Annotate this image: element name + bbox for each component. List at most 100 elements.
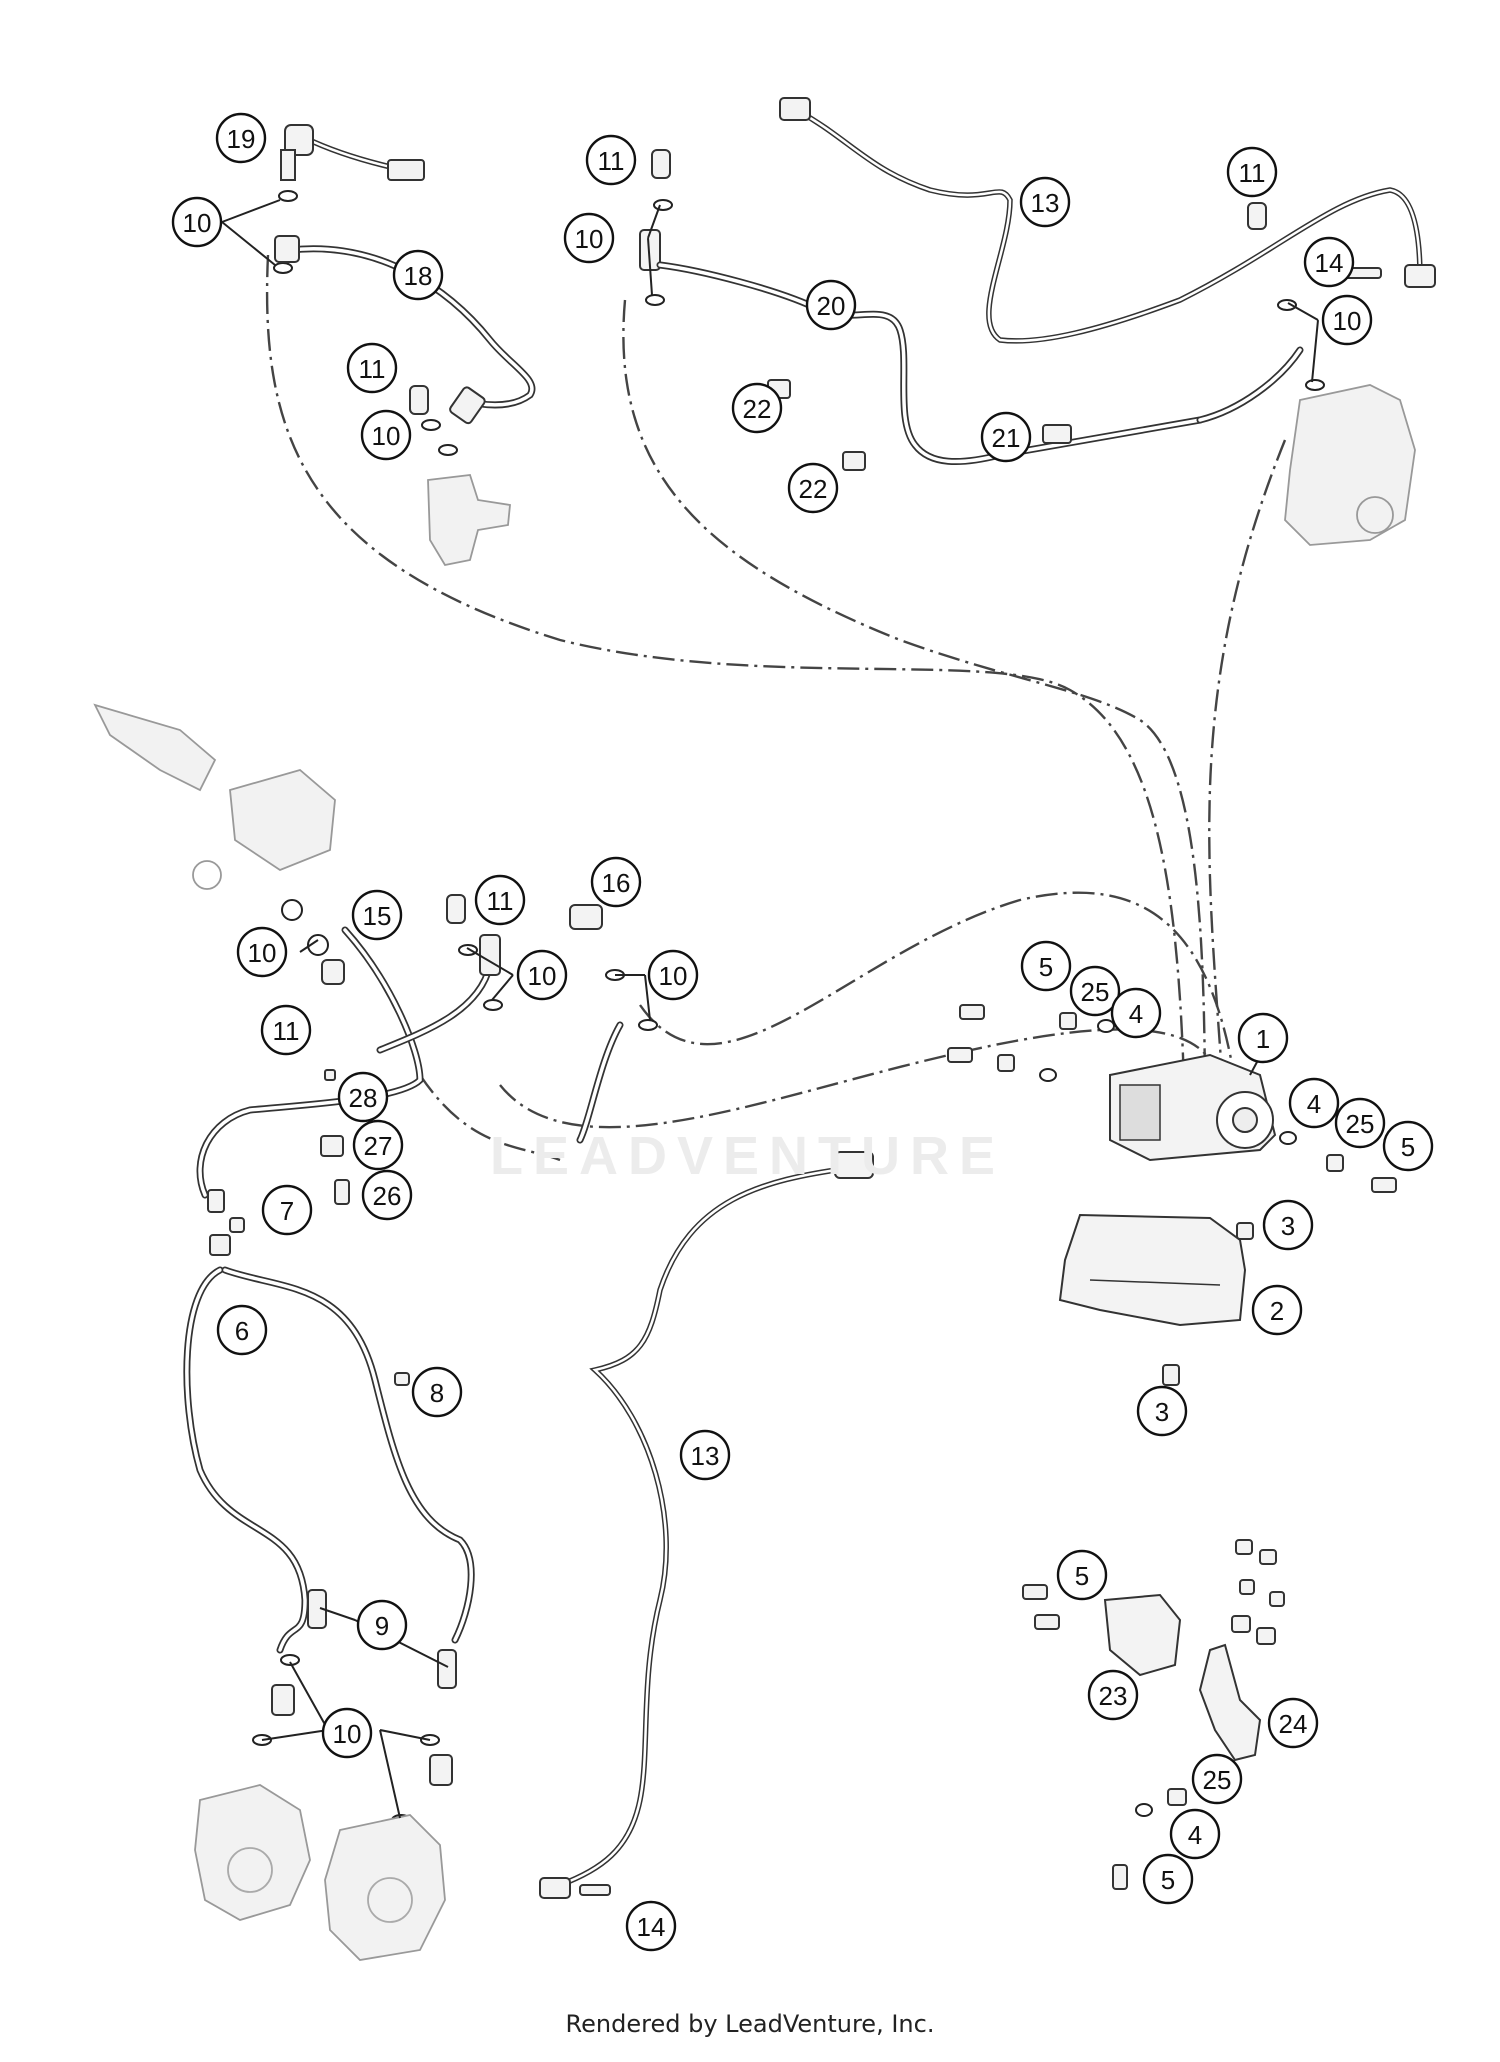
- callout-c11b: 11: [585, 134, 637, 186]
- callout-c7: 7: [261, 1184, 313, 1236]
- callout-c23: 23: [1087, 1669, 1139, 1721]
- callout-c21: 21: [980, 411, 1032, 463]
- callout-c8: 8: [411, 1366, 463, 1418]
- part-28: [324, 1069, 336, 1081]
- callout-c10c: 10: [563, 212, 615, 264]
- screw-26: [334, 1179, 350, 1205]
- callout-number: 3: [1281, 1211, 1295, 1241]
- clip-22-b: [842, 451, 866, 471]
- sensor-16: [569, 904, 603, 930]
- callout-c4a: 4: [1110, 987, 1162, 1039]
- callout-c25c: 25: [1191, 1753, 1243, 1805]
- callout-number: 22: [743, 394, 772, 424]
- callout-number: 28: [349, 1083, 378, 1113]
- callout-number: 18: [404, 261, 433, 291]
- callout-number: 15: [363, 901, 392, 931]
- callout-c25b: 25: [1334, 1097, 1386, 1149]
- callout-c24: 24: [1267, 1697, 1319, 1749]
- callout-c11e: 11: [474, 874, 526, 926]
- callout-c5d: 5: [1142, 1853, 1194, 1905]
- callout-number: 1: [1256, 1024, 1270, 1054]
- callout-c10f: 10: [516, 949, 568, 1001]
- abs-modulator-unit: [947, 1004, 1397, 1193]
- callout-c10a: 10: [171, 196, 223, 248]
- callout-c5a: 5: [1020, 940, 1072, 992]
- callout-c15: 15: [351, 889, 403, 941]
- front-brake-calipers: [194, 1784, 446, 1961]
- callout-c19: 19: [215, 112, 267, 164]
- rear-master-cylinder: [427, 474, 511, 567]
- connector-13: [779, 97, 811, 121]
- callout-number: 5: [1161, 1865, 1175, 1895]
- callout-c10e: 10: [236, 926, 288, 978]
- watermark-text: LEADVENTURE: [490, 1126, 1006, 1186]
- render-credit: Rendered by LeadVenture, Inc.: [565, 2010, 935, 2038]
- callout-number: 26: [373, 1181, 402, 1211]
- callout-number: 22: [799, 474, 828, 504]
- abs-control-unit-bracket: [1022, 1539, 1285, 1890]
- abs-hose-and-sensor-assembly: [639, 97, 1436, 546]
- front-wheel-speed-sensor-cable: [539, 1151, 874, 1899]
- callout-c22a: 22: [731, 382, 783, 434]
- callout-number: 10: [248, 938, 277, 968]
- rear-caliper: [1284, 384, 1416, 546]
- callout-number: 6: [235, 1316, 249, 1346]
- callout-number: 25: [1081, 977, 1110, 1007]
- callout-number: 25: [1346, 1109, 1375, 1139]
- callout-c3a: 3: [1262, 1199, 1314, 1251]
- bolt-11: [409, 385, 429, 415]
- callout-number: 11: [598, 146, 625, 176]
- callout-c4c: 4: [1169, 1808, 1221, 1860]
- callout-number: 13: [1031, 188, 1060, 218]
- callout-number: 10: [1333, 306, 1362, 336]
- callout-c1: 1: [1237, 1012, 1289, 1064]
- callout-number: 25: [1203, 1765, 1232, 1795]
- callout-number: 9: [375, 1611, 389, 1641]
- adapter-9-a: [307, 1589, 327, 1629]
- callout-number: 10: [575, 224, 604, 254]
- callout-c4b: 4: [1288, 1077, 1340, 1129]
- callout-c25a: 25: [1069, 965, 1121, 1017]
- callout-number: 10: [372, 421, 401, 451]
- callout-number: 14: [1315, 248, 1344, 278]
- callout-number: 11: [487, 886, 514, 916]
- callout-c5b: 5: [1382, 1120, 1434, 1172]
- abs-mounting-bracket: [1058, 1213, 1254, 1386]
- callout-number: 13: [691, 1441, 720, 1471]
- callout-number: 10: [183, 208, 212, 238]
- sensor-head-19: [284, 124, 314, 156]
- part-27: [320, 1135, 344, 1157]
- callout-number: 11: [1239, 158, 1266, 188]
- callout-c22b: 22: [787, 462, 839, 514]
- callout-c9: 9: [356, 1599, 408, 1651]
- callout-c6: 6: [216, 1304, 268, 1356]
- connector-13-bottom: [834, 1151, 874, 1179]
- banjo-bolt: [280, 149, 296, 181]
- callout-number: 10: [659, 961, 688, 991]
- callout-c11d: 11: [260, 1004, 312, 1056]
- callout-c20: 20: [805, 279, 857, 331]
- callout-number: 7: [280, 1196, 294, 1226]
- callout-number: 23: [1099, 1681, 1128, 1711]
- callout-number: 3: [1155, 1397, 1169, 1427]
- callout-c16: 16: [590, 856, 642, 908]
- callout-c13b: 13: [679, 1429, 731, 1481]
- adapter-9-b: [437, 1649, 457, 1689]
- callout-number: 4: [1307, 1089, 1321, 1119]
- rear-brake-hose-assembly: [273, 124, 536, 567]
- callout-c26: 26: [361, 1169, 413, 1221]
- sensor-14-top: [1404, 264, 1436, 288]
- front-master-cylinder: [93, 703, 336, 890]
- bleeder-7: [229, 1217, 245, 1233]
- sensor-14-bottom: [539, 1877, 571, 1899]
- callout-number: 5: [1075, 1561, 1089, 1591]
- callout-number: 20: [817, 291, 846, 321]
- callout-c14b: 14: [625, 1900, 677, 1952]
- callout-c5c: 5: [1056, 1549, 1108, 1601]
- clip-21: [1042, 424, 1072, 444]
- callout-c13a: 13: [1019, 176, 1071, 228]
- callout-c11c: 11: [1226, 146, 1278, 198]
- callout-c3b: 3: [1136, 1385, 1188, 1437]
